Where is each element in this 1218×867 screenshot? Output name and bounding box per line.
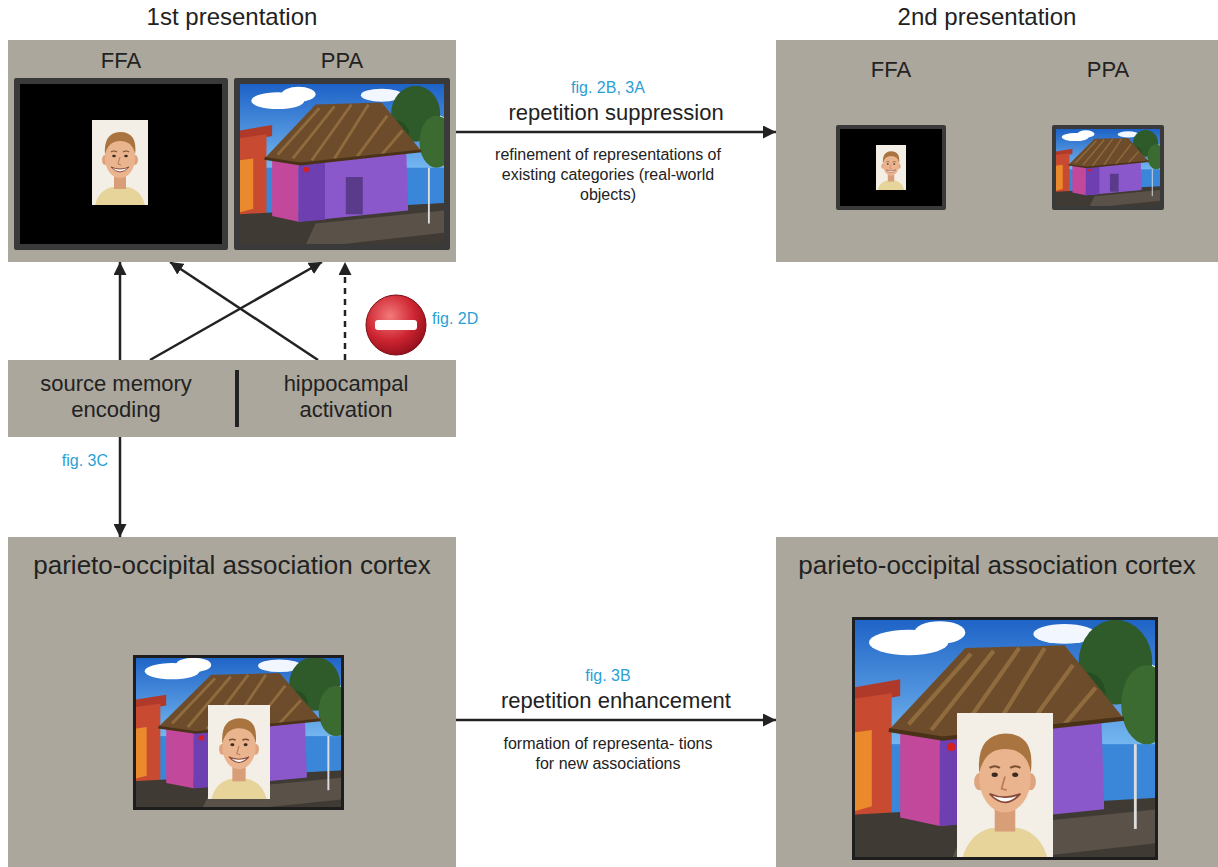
process-label: repetition enhancement (461, 688, 771, 714)
face-photo (876, 145, 906, 190)
figure-reference: fig. 3B (508, 666, 708, 685)
house-photo (852, 617, 1158, 860)
arrow-connector (119, 262, 122, 360)
arrow-connector (170, 262, 318, 360)
text-slot: fig. 3C (18, 451, 108, 470)
text-slot: PPA (234, 48, 450, 74)
house-photo (1056, 129, 1160, 206)
text-slot: source memory encoding (16, 371, 216, 424)
figure-reference: fig. 2D (432, 309, 512, 328)
text-slot: FFA (14, 48, 228, 74)
composite-photo (852, 617, 1158, 860)
arrow-connector (456, 719, 776, 722)
photo-frame (135, 657, 343, 809)
house-photo (240, 84, 444, 244)
cortex-panel: parieto-occipital association cortex (8, 537, 456, 867)
text-slot: PPA (1052, 57, 1164, 83)
text-slot: FFA (836, 57, 946, 83)
house-photo (133, 655, 344, 810)
figure-reference: fig. 3C (18, 451, 108, 470)
face-photo (20, 84, 222, 244)
annotation-text: formation of representa- tions for new a… (502, 734, 714, 774)
figure-reference: fig. 2B, 3A (508, 78, 708, 97)
text-slot: repetition suppression (461, 100, 771, 126)
presentation-panel: 1st presentation FFA PPA (8, 40, 456, 262)
text-slot: repetition enhancement (461, 688, 771, 714)
dashed-arrow (344, 262, 347, 360)
face-photo (208, 705, 270, 799)
arrow-connector (456, 131, 776, 134)
region-label: PPA (234, 48, 450, 74)
house-photo (1056, 129, 1160, 206)
text-slot: fig. 3B (508, 666, 708, 685)
text-slot: 1st presentation (8, 3, 456, 32)
text-slot: refinement of representations of existin… (492, 145, 724, 205)
ppa-photo-panel: PPA (1052, 125, 1164, 210)
text-slot: fig. 2B, 3A (508, 78, 708, 97)
process-box: source memory encoding hippocampal activa… (8, 360, 456, 437)
house-photo (240, 84, 444, 244)
cortex-panel: parieto-occipital association cortex (776, 537, 1218, 867)
ffa-photo-panel: FFA (836, 125, 946, 210)
no-entry-symbol (366, 295, 426, 355)
region-label: FFA (14, 48, 228, 74)
column-heading: 1st presentation (8, 3, 456, 32)
process-label: hippocampal activation (246, 371, 446, 424)
text-slot: fig. 2D (432, 309, 512, 328)
panel-title: parieto-occipital association cortex (27, 549, 437, 582)
ppa-photo-panel: PPA (234, 78, 450, 250)
column-heading: 2nd presentation (766, 3, 1208, 32)
face-photo (840, 129, 942, 206)
arrow-connector (150, 262, 322, 360)
text-slot: formation of representa- tions for new a… (502, 734, 714, 774)
region-label: PPA (1052, 57, 1164, 83)
process-label: repetition suppression (461, 100, 771, 126)
divider-line (235, 370, 239, 427)
photo-frame (854, 619, 1157, 859)
process-label: source memory encoding (16, 371, 216, 424)
panel-title: parieto-occipital association cortex (792, 549, 1202, 582)
region-label: FFA (836, 57, 946, 83)
ffa-photo-panel: FFA (14, 78, 228, 250)
text-slot: parieto-occipital association cortex (792, 549, 1202, 582)
presentation-panel: 2nd presentation FFA PPA (776, 40, 1218, 262)
face-photo (957, 713, 1053, 859)
text-slot: parieto-occipital association cortex (27, 549, 437, 582)
face-photo (92, 120, 148, 205)
text-slot: 2nd presentation (766, 3, 1208, 32)
annotation-text: refinement of representations of existin… (492, 145, 724, 205)
arrow-connector (119, 437, 122, 537)
text-slot: hippocampal activation (246, 371, 446, 424)
composite-photo (133, 655, 344, 810)
